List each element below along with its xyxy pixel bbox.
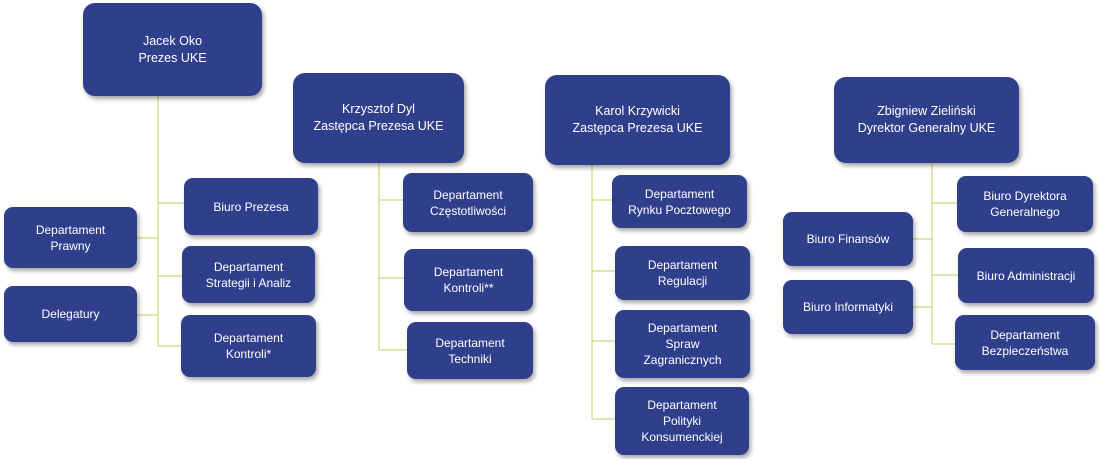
unit-biuro-informatyki: Biuro Informatyki [783,280,913,334]
unit-biuro-dyrektora-generalnego: Biuro Dyrektora Generalnego [957,176,1093,232]
unit-departament-czestotliwosci: Departament Częstotliwości [403,173,533,232]
unit-label-line: Strategii i Analiz [205,275,292,290]
unit-label-line: Regulacji [657,274,708,288]
leader-name: Zbigniew Zieliński [877,104,976,118]
leader-role: Dyrektor Generalny UKE [857,121,996,135]
unit-label-line: Częstotliwości [429,203,507,218]
unit-label-line: Bezpieczeństwa [981,343,1069,358]
unit-label-line: Departament [644,186,715,201]
unit-departament-polityki-konsumenckiej: Departament Polityki Konsumenckiej [615,387,749,455]
unit-label-line: Kontroli** [443,281,494,295]
unit-label-line: Departament [213,259,284,274]
unit-label-line: Spraw [665,337,700,351]
unit-label-line: Konsumenckiej [641,430,723,444]
unit-label-line: Rynku Pocztowego [628,202,731,217]
unit-label-line: Prawny [50,238,91,253]
unit-label-line: Departament [213,331,284,345]
unit-delegatury: Delegatury [4,286,137,342]
unit-label-line: Techniki [448,351,492,366]
unit-label-line: Departament [35,222,106,237]
leader-name: Krzysztof Dyl [342,102,415,116]
unit-label-line: Departament [435,335,505,350]
leader-box-karol-krzywicki: Karol Krzywicki Zastępca Prezesa UKE [545,75,730,165]
unit-departament-strategii: Departament Strategii i Analiz [182,246,315,303]
unit-departament-bezpieczenstwa: Departament Bezpieczeństwa [955,315,1095,370]
unit-label-line: Zagranicznych [643,353,722,367]
unit-label-line: Biuro Prezesa [213,199,289,214]
unit-departament-kontroli-1: Departament Kontroli* [181,315,316,377]
unit-label-line: Biuro Finansów [806,232,890,246]
unit-departament-kontroli-2: Departament Kontroli** [404,249,533,311]
unit-label-line: Generalnego [990,205,1060,219]
unit-departament-prawny: Departament Prawny [4,207,137,268]
leader-role: Zastępca Prezesa UKE [572,121,703,135]
unit-label-line: Departament [647,398,717,412]
unit-label-line: Kontroli* [225,347,272,361]
leader-box-krzysztof-dyl: Krzysztof Dyl Zastępca Prezesa UKE [293,73,464,163]
unit-departament-regulacji: Departament Regulacji [615,246,750,300]
unit-label-line: Biuro Dyrektora [983,189,1067,203]
leader-role: Prezes UKE [138,50,207,65]
unit-departament-spraw-zagranicznych: Departament Spraw Zagranicznych [615,310,750,378]
unit-biuro-prezesa: Biuro Prezesa [184,178,318,235]
unit-departament-techniki: Departament Techniki [407,322,533,379]
unit-label-line: Departament [647,321,718,335]
unit-label-line: Biuro Administracji [976,268,1076,283]
unit-departament-rynku-pocztowego: Departament Rynku Pocztowego [612,175,747,228]
unit-label-line: Departament [647,258,718,272]
unit-label-line: Delegatury [41,307,100,321]
leader-box-jacek-oko: Jacek Oko Prezes UKE [83,3,262,96]
leader-name: Jacek Oko [142,33,203,48]
unit-label-line: Departament [433,265,504,279]
unit-label-line: Departament [990,327,1060,342]
unit-label-line: Departament [433,187,503,202]
leader-name: Karol Krzywicki [595,104,680,118]
unit-biuro-finansow: Biuro Finansów [783,212,913,266]
leader-box-zbigniew-zielinski: Zbigniew Zieliński Dyrektor Generalny UK… [834,77,1019,163]
unit-biuro-administracji: Biuro Administracji [958,248,1094,303]
unit-label-line: Biuro Informatyki [802,300,894,314]
unit-label-line: Polityki [662,414,701,428]
leader-role: Zastępca Prezesa UKE [313,119,444,133]
